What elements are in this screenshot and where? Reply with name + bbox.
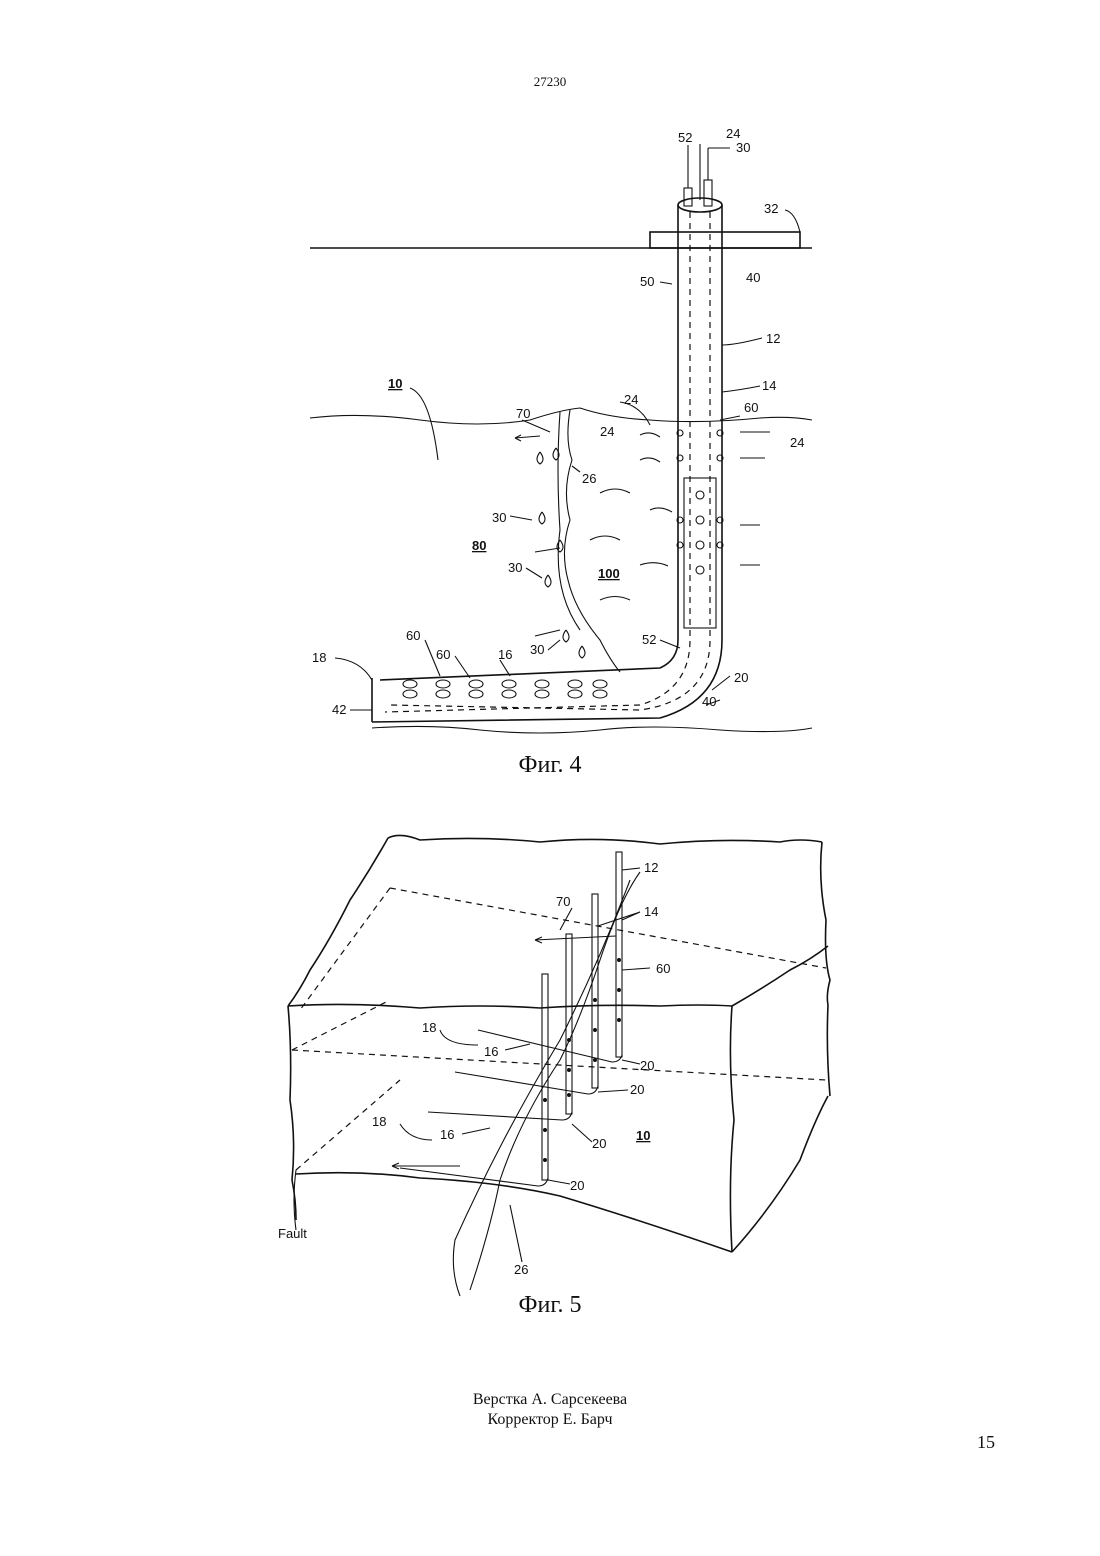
wells bbox=[400, 852, 622, 1186]
hidden-layer-top-2 bbox=[300, 888, 390, 1010]
block-top-right-edge bbox=[732, 946, 828, 1006]
block-bottom-right-edge bbox=[732, 1096, 828, 1252]
fig5-label-60: 60 bbox=[656, 961, 670, 976]
fig5-label-20-c: 20 bbox=[592, 1136, 606, 1151]
flow-arrow-70 bbox=[535, 936, 616, 940]
fig5-label-fault: Fault bbox=[278, 1226, 307, 1241]
proof-credit: Корректор Е. Барч bbox=[0, 1410, 1100, 1430]
fig5-label-14: 14 bbox=[644, 904, 658, 919]
fig5-label-12: 12 bbox=[644, 860, 658, 875]
hidden-layer-top-1 bbox=[390, 888, 826, 968]
fig5-label-10: 10 bbox=[636, 1128, 650, 1143]
block-top-front-edge bbox=[288, 1004, 732, 1008]
fig5-label-20-d: 20 bbox=[570, 1178, 584, 1193]
fig5-label-26: 26 bbox=[514, 1262, 528, 1277]
fig5-label-16-b: 16 bbox=[440, 1127, 454, 1142]
layout-credit: Верстка А. Сарсекеева bbox=[0, 1390, 1100, 1410]
fig5-label-18-a: 18 bbox=[422, 1020, 436, 1035]
hidden-layer-mid-2 bbox=[292, 1000, 390, 1050]
fault-26-line-a bbox=[470, 872, 640, 1290]
block-right-back-edge bbox=[821, 842, 830, 1005]
credits-block: Верстка А. Сарсекеева Корректор Е. Барч bbox=[0, 1390, 1100, 1430]
block-bottom-front-edge bbox=[296, 1173, 732, 1252]
figure-5-caption: Фиг. 5 bbox=[0, 1292, 1100, 1319]
block-right-front-edge bbox=[827, 1005, 830, 1096]
hidden-layer-mid bbox=[292, 1050, 826, 1080]
fig5-label-16-a: 16 bbox=[484, 1044, 498, 1059]
fig5-label-20-b: 20 bbox=[630, 1082, 644, 1097]
block-front-right-edge bbox=[730, 1006, 734, 1252]
fig5-label-20-a: 20 bbox=[640, 1058, 654, 1073]
block-top-left-edge bbox=[288, 838, 388, 1006]
block-top-back-edge bbox=[388, 835, 822, 844]
fig5-label-18-b: 18 bbox=[372, 1114, 386, 1129]
page-number: 15 bbox=[977, 1432, 995, 1453]
fig5-label-70: 70 bbox=[556, 894, 570, 909]
